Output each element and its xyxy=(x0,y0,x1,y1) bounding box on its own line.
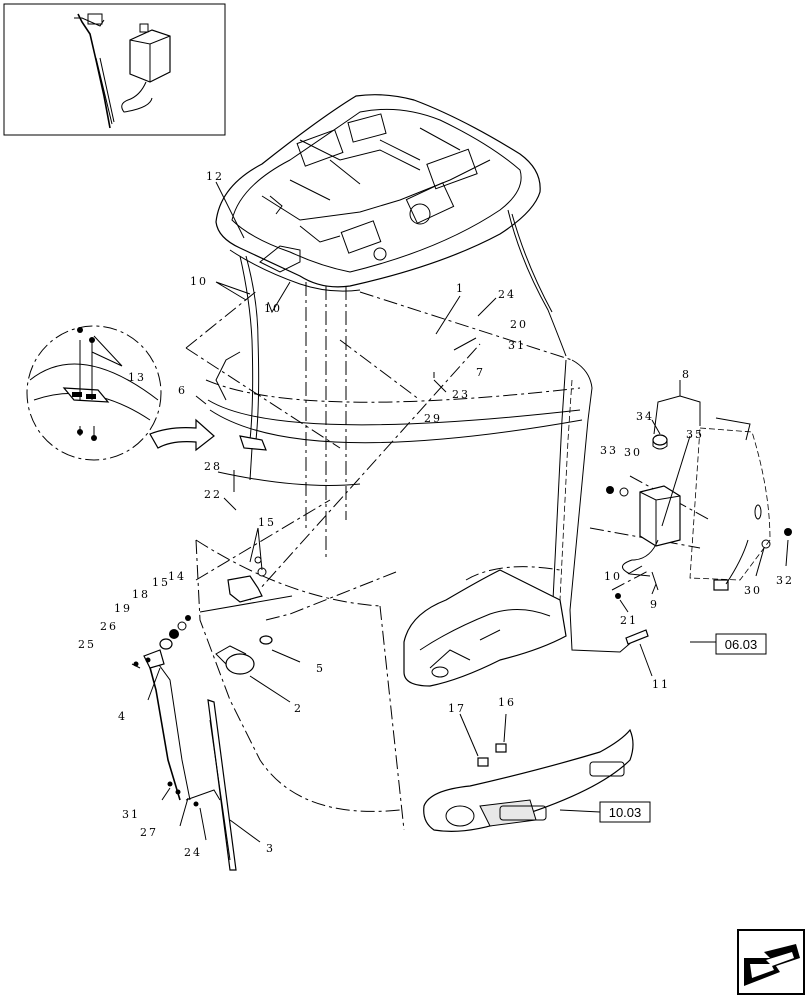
part-label-3: 3 xyxy=(266,842,275,855)
part-label-30: 30 xyxy=(624,446,642,459)
part-label-25: 25 xyxy=(78,638,96,651)
part-label-16: 16 xyxy=(498,696,516,709)
washer-reservoir-assembly xyxy=(606,417,792,645)
part-label-15: 15 xyxy=(152,576,170,589)
inset-thumbnail xyxy=(3,3,226,136)
washer-nozzle-bracket xyxy=(215,351,267,481)
part-label-15: 15 xyxy=(258,516,276,529)
part-label-31: 31 xyxy=(508,339,526,352)
part-label-21: 21 xyxy=(620,614,638,627)
reference-label: 06.03 xyxy=(725,637,758,652)
next-page-arrow-icon[interactable] xyxy=(737,929,805,995)
reference-box-06-03[interactable]: 06.03 xyxy=(715,633,767,655)
part-label-6: 6 xyxy=(178,384,187,397)
part-label-35: 35 xyxy=(686,428,704,441)
part-label-14: 14 xyxy=(168,570,186,583)
part-label-20: 20 xyxy=(510,318,528,331)
part-label-10: 10 xyxy=(264,302,282,315)
part-label-10: 10 xyxy=(190,275,208,288)
part-label-5: 5 xyxy=(316,662,325,675)
part-label-8: 8 xyxy=(682,368,691,381)
part-label-17: 17 xyxy=(448,702,466,715)
reference-label: 10.03 xyxy=(609,805,642,820)
part-label-30: 30 xyxy=(744,584,762,597)
part-label-27: 27 xyxy=(140,826,158,839)
cab-roof xyxy=(215,94,541,292)
part-labels: 12 10 10 13 6 1 24 20 31 7 23 29 28 22 1… xyxy=(78,170,794,859)
cab-body xyxy=(195,282,593,831)
reference-box-10-03[interactable]: 10.03 xyxy=(599,801,651,823)
reference-boxes[interactable]: 06.03 10.03 xyxy=(599,633,767,823)
callout-leaders xyxy=(91,181,789,843)
part-label-26: 26 xyxy=(100,620,118,633)
part-label-28: 28 xyxy=(204,460,222,473)
part-label-7: 7 xyxy=(476,366,485,379)
part-label-9: 9 xyxy=(650,598,659,611)
part-label-4: 4 xyxy=(118,710,127,723)
part-label-12: 12 xyxy=(206,170,224,183)
part-label-32: 32 xyxy=(776,574,794,587)
part-label-11: 11 xyxy=(652,678,670,691)
part-label-23: 23 xyxy=(452,388,470,401)
part-label-2: 2 xyxy=(294,702,303,715)
wiper-assembly xyxy=(133,556,293,871)
part-label-34: 34 xyxy=(636,410,654,423)
part-label-22: 22 xyxy=(204,488,222,501)
detail-magnifier xyxy=(26,325,215,461)
rear-panel xyxy=(423,728,634,832)
part-label-33: 33 xyxy=(600,444,618,457)
part-label-31: 31 xyxy=(122,808,140,821)
part-label-24: 24 xyxy=(184,846,202,859)
wiper-washer-assembly-icon xyxy=(74,13,171,129)
part-label-19: 19 xyxy=(114,602,132,615)
part-label-24: 24 xyxy=(498,288,516,301)
washer-hoses xyxy=(239,209,635,653)
part-label-29: 29 xyxy=(424,412,442,425)
part-label-13: 13 xyxy=(128,371,146,384)
part-label-1: 1 xyxy=(456,282,465,295)
part-label-10: 10 xyxy=(604,570,622,583)
part-label-18: 18 xyxy=(132,588,150,601)
